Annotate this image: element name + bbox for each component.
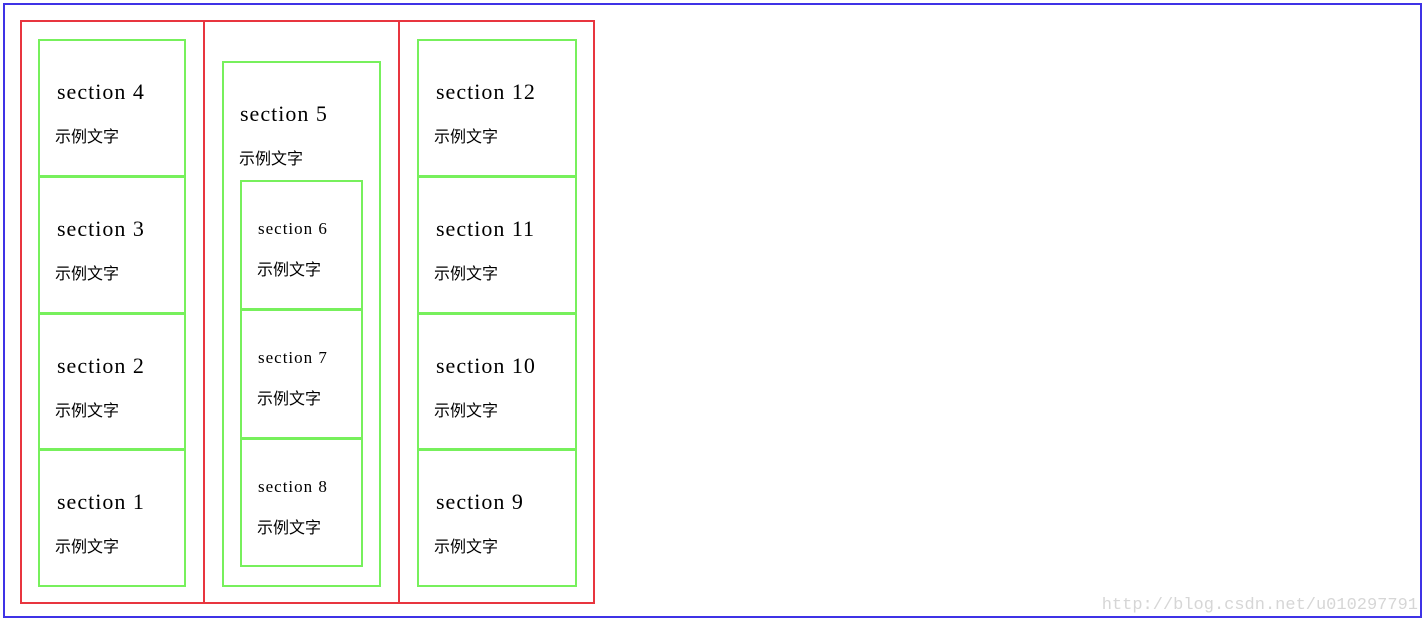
section-box-1: section 1 示例文字 bbox=[38, 449, 186, 587]
section-title: section 11 bbox=[436, 216, 535, 241]
section-text: 示例文字 bbox=[55, 401, 120, 420]
section-text: 示例文字 bbox=[55, 127, 120, 146]
section-text: 示例文字 bbox=[55, 537, 120, 556]
section-box-12: section 12 示例文字 bbox=[417, 39, 577, 177]
section-box-7: section 7 示例文字 bbox=[240, 309, 363, 439]
section-text: 示例文字 bbox=[55, 264, 120, 283]
section-box-5: section 5 示例文字 section 6 示例文字 section 7 … bbox=[222, 61, 381, 587]
section-box-6: section 6 示例文字 bbox=[240, 180, 363, 310]
section-title: section 7 bbox=[258, 348, 328, 367]
section-text: 示例文字 bbox=[434, 401, 499, 420]
section-title: section 3 bbox=[57, 216, 145, 241]
section-title: section 9 bbox=[436, 489, 524, 514]
section-title: section 2 bbox=[57, 353, 145, 378]
section-title: section 8 bbox=[258, 477, 328, 496]
section-text: 示例文字 bbox=[239, 149, 304, 168]
watermark-text: http://blog.csdn.net/u010297791 bbox=[1101, 596, 1418, 615]
section-box-9: section 9 示例文字 bbox=[417, 449, 577, 587]
section-title: section 10 bbox=[436, 353, 536, 378]
section-text: 示例文字 bbox=[257, 389, 322, 408]
section-title: section 4 bbox=[57, 79, 145, 104]
column-left: section 4 示例文字 section 3 示例文字 section 2 … bbox=[20, 20, 205, 604]
section-text: 示例文字 bbox=[257, 260, 322, 279]
section-box-4: section 4 示例文字 bbox=[38, 39, 186, 177]
outer-container bbox=[3, 3, 1422, 618]
section-text: 示例文字 bbox=[434, 537, 499, 556]
section-box-2: section 2 示例文字 bbox=[38, 313, 186, 450]
section-title: section 6 bbox=[258, 219, 328, 238]
section-box-11: section 11 示例文字 bbox=[417, 176, 577, 314]
section-text: 示例文字 bbox=[257, 518, 322, 537]
section-box-10: section 10 示例文字 bbox=[417, 313, 577, 450]
section-text: 示例文字 bbox=[434, 264, 499, 283]
section-title: section 5 bbox=[240, 101, 328, 126]
column-right: section 12 示例文字 section 11 示例文字 section … bbox=[398, 20, 595, 604]
section-text: 示例文字 bbox=[434, 127, 499, 146]
column-middle: section 5 示例文字 section 6 示例文字 section 7 … bbox=[203, 20, 400, 604]
section-title: section 12 bbox=[436, 79, 536, 104]
section-title: section 1 bbox=[57, 489, 145, 514]
section-box-8: section 8 示例文字 bbox=[240, 438, 363, 567]
section-box-3: section 3 示例文字 bbox=[38, 176, 186, 314]
